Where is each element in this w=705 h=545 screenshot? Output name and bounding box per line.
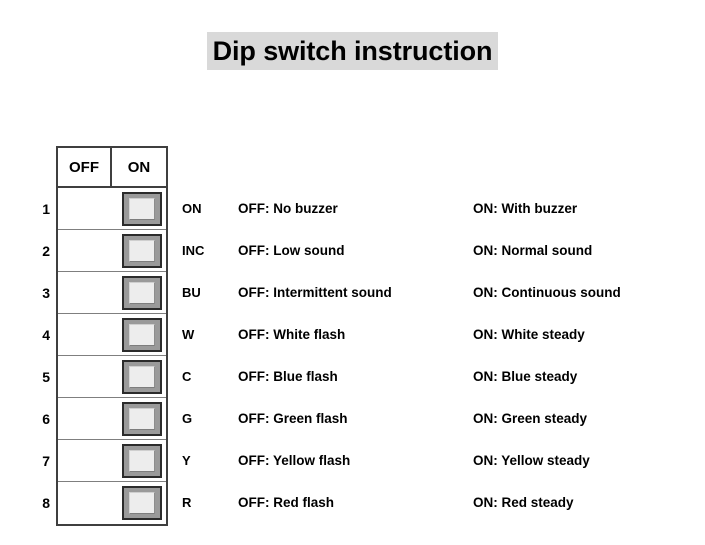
- off-description: OFF: Intermittent sound: [238, 285, 392, 300]
- dip-switch-toggle-face: [129, 366, 155, 388]
- on-description: ON: Blue steady: [473, 369, 578, 384]
- dip-switch-toggle-7[interactable]: [122, 444, 162, 478]
- description-row: OFF: No buzzer ON: With buzzer: [0, 188, 705, 230]
- dip-switch-toggle-3[interactable]: [122, 276, 162, 310]
- description-row: OFF: White flash ON: White steady: [0, 314, 705, 356]
- dip-switch-toggle-face: [129, 408, 155, 430]
- page-title: Dip switch instruction: [206, 32, 499, 71]
- switch-abbreviation: R: [182, 495, 192, 510]
- dip-switch-toggle-face: [129, 324, 155, 346]
- dip-switch-table-header: OFF ON: [58, 148, 166, 188]
- on-description: ON: Normal sound: [473, 243, 593, 258]
- column-header-off: OFF: [58, 148, 112, 186]
- description-row: OFF: Green flash ON: Green steady: [0, 398, 705, 440]
- on-description: ON: White steady: [473, 327, 585, 342]
- dip-switch-row[interactable]: 6 G: [42, 398, 192, 440]
- row-number: 4: [42, 327, 50, 343]
- description-row: OFF: Red flash ON: Red steady: [0, 482, 705, 524]
- dip-switch-toggle-face: [129, 240, 155, 262]
- row-number: 2: [42, 243, 50, 259]
- switch-abbreviation: C: [182, 369, 192, 384]
- switch-abbreviation: Y: [182, 453, 191, 468]
- dip-switch-row[interactable]: 4 W: [42, 314, 194, 356]
- dip-switch-toggle-6[interactable]: [122, 402, 162, 436]
- switch-abbreviation: W: [182, 327, 195, 342]
- description-row: OFF: Blue flash ON: Blue steady: [0, 356, 705, 398]
- dip-switch-toggle-face: [129, 492, 155, 514]
- dip-switch-toggle-2[interactable]: [122, 234, 162, 268]
- switch-abbreviation: INC: [182, 243, 205, 258]
- dip-switch-row[interactable]: 2 INC: [42, 230, 204, 272]
- switch-abbreviation: BU: [182, 285, 201, 300]
- description-row: OFF: Intermittent sound ON: Continuous s…: [0, 272, 705, 314]
- dip-switch-toggle-face: [129, 450, 155, 472]
- dip-switch-toggle-5[interactable]: [122, 360, 162, 394]
- off-description: OFF: Blue flash: [238, 369, 338, 384]
- row-number: 3: [42, 285, 50, 301]
- dip-switch-toggle-face: [129, 282, 155, 304]
- on-description: ON: Yellow steady: [473, 453, 590, 468]
- description-row: OFF: Yellow flash ON: Yellow steady: [0, 440, 705, 482]
- column-header-on: ON: [127, 158, 151, 176]
- off-description: OFF: Low sound: [238, 243, 345, 258]
- on-description: ON: Red steady: [473, 495, 574, 510]
- switch-abbreviation: G: [182, 411, 193, 426]
- dip-switch-toggle-1[interactable]: [122, 192, 162, 226]
- dip-switch-row[interactable]: 5 C: [42, 356, 191, 398]
- title-container: Dip switch instruction: [0, 32, 705, 71]
- dip-switch-row[interactable]: 1 ON: [42, 188, 202, 230]
- off-description: OFF: Yellow flash: [238, 453, 351, 468]
- dip-switch-table: OFF ON 1 ON 2 INC 3 BU 4: [42, 146, 204, 526]
- row-number: 7: [42, 453, 50, 469]
- switch-abbreviation: ON: [182, 201, 202, 216]
- dip-switch-row[interactable]: 3 BU: [42, 272, 201, 314]
- description-list: OFF: No buzzer ON: With buzzer OFF: Low …: [0, 188, 705, 524]
- row-number: 5: [42, 369, 50, 385]
- on-description: ON: Green steady: [473, 411, 588, 426]
- on-description: ON: Continuous sound: [473, 285, 621, 300]
- dip-switch-toggle-8[interactable]: [122, 486, 162, 520]
- row-number: 8: [42, 495, 50, 511]
- off-description: OFF: No buzzer: [238, 201, 338, 216]
- dip-switch-toggle-4[interactable]: [122, 318, 162, 352]
- row-number: 1: [42, 201, 50, 217]
- off-description: OFF: Red flash: [238, 495, 335, 510]
- row-number: 6: [42, 411, 50, 427]
- dip-switch-row[interactable]: 8 R: [42, 482, 191, 524]
- dip-switch-row[interactable]: 7 Y: [42, 440, 191, 482]
- off-description: OFF: Green flash: [238, 411, 348, 426]
- description-row: OFF: Low sound ON: Normal sound: [0, 230, 705, 272]
- off-description: OFF: White flash: [238, 327, 346, 342]
- dip-switch-toggle-face: [129, 198, 155, 220]
- on-description: ON: With buzzer: [473, 201, 578, 216]
